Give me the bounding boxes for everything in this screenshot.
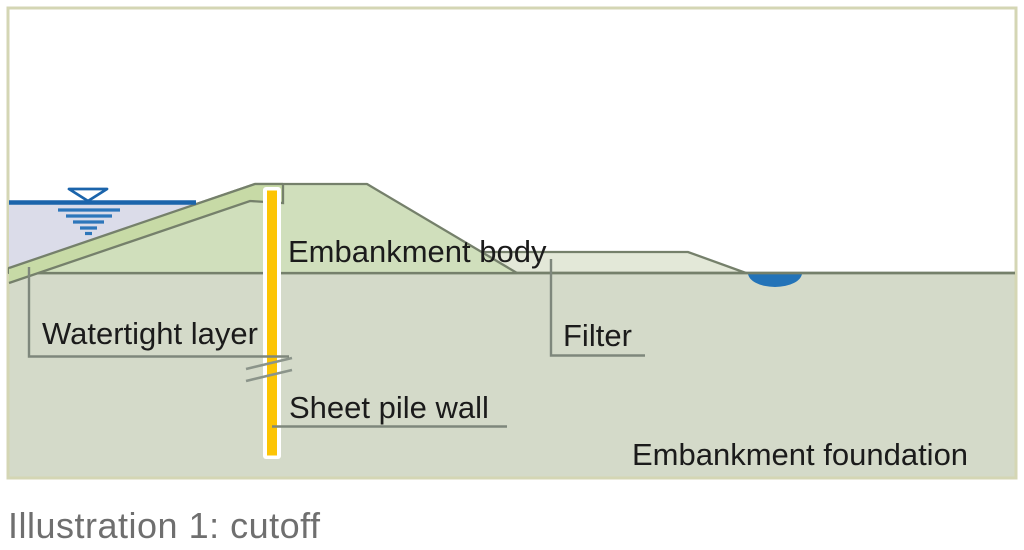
label-sheet-pile-wall: Sheet pile wall [289, 390, 489, 425]
label-embankment-foundation: Embankment foundation [632, 437, 968, 472]
leader-filter [549, 259, 645, 357]
label-filter: Filter [563, 318, 632, 353]
label-embankment-body: Embankment body [288, 234, 547, 269]
watertight-layer-shape [9, 184, 283, 283]
foundation-soil-shape [9, 273, 1015, 477]
sheet-pile-wall-shape [267, 190, 277, 456]
label-watertight-layer: Watertight layer [42, 316, 258, 351]
water-level-icon [58, 187, 120, 236]
leader-watertight-layer [27, 267, 289, 358]
watertight-layer-outer-edge [8, 182, 283, 270]
pile-break-icon [245, 356, 293, 383]
filter-berm-outline [480, 250, 747, 275]
figure-caption: Illustration 1: cutoff [8, 505, 321, 546]
filter-berm-shape [480, 252, 746, 273]
seepage-puddle-shape [748, 273, 802, 287]
